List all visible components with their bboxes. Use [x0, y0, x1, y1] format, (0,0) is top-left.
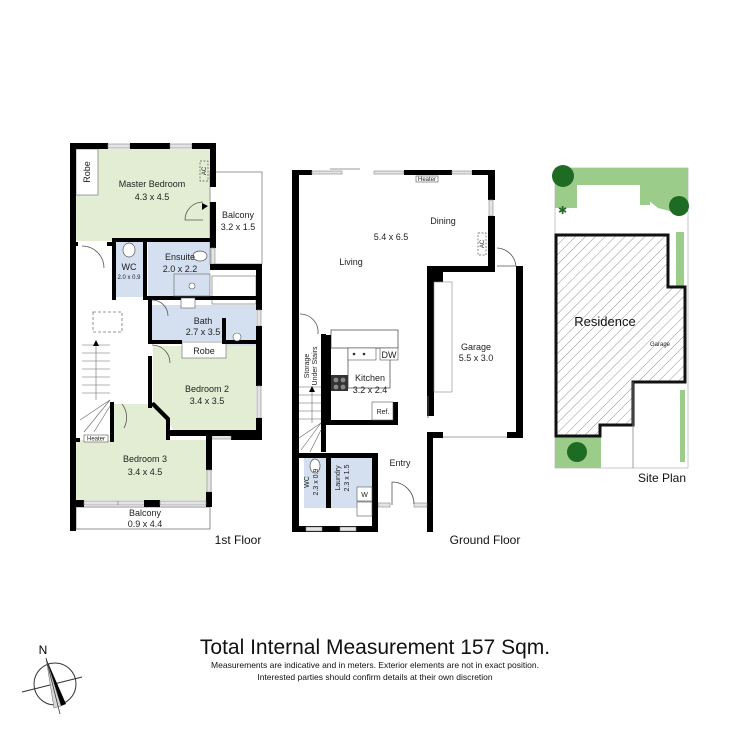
ensuite-shower [173, 273, 211, 297]
heater-1st-label: Heater [87, 437, 105, 443]
shrub-icon: ✱ [558, 204, 567, 217]
residence-label: Residence [574, 314, 635, 329]
garden-strip [680, 390, 685, 462]
ac-label-1st: AC [202, 166, 208, 175]
disclaimer-line-2: Interested parties should confirm detail… [257, 672, 493, 682]
living-dining-size: 5.4 x 6.5 [374, 232, 409, 242]
bedroom3-label: Bedroom 3 [123, 454, 167, 464]
first-floor-title: 1st Floor [215, 533, 262, 547]
kitchen-label: Kitchen [355, 373, 385, 383]
master-bedroom-area [76, 149, 210, 241]
wc-1st-size: 2.0 x 0.9 [117, 275, 141, 281]
bedroom2-size: 3.4 x 3.5 [190, 396, 225, 406]
site-garage-label: Garage [650, 342, 671, 348]
garage-size: 5.5 x 3.0 [459, 353, 494, 363]
bedroom3-size: 3.4 x 4.5 [128, 467, 163, 477]
tree-3 [567, 442, 587, 462]
kitchen-counter-top [330, 329, 399, 349]
garden-side [676, 232, 684, 288]
compass: N [21, 643, 83, 715]
wc-ground-label: WC [304, 476, 311, 488]
laundry-tub [356, 501, 373, 517]
shower-head [232, 332, 242, 342]
ensuite-size: 2.0 x 2.2 [163, 264, 198, 274]
garden-top [555, 168, 688, 212]
kitchen-size: 3.2 x 2.4 [353, 385, 388, 395]
garage-shelf [433, 281, 453, 393]
fridge [371, 401, 394, 421]
washer-label: W [361, 492, 368, 499]
bath-size: 2.7 x 3.5 [186, 327, 221, 337]
heater-ground [415, 175, 439, 183]
basin-bath [180, 297, 196, 309]
cooktop [331, 375, 348, 391]
disclaimer-line-1: Measurements are indicative and in meter… [211, 660, 539, 670]
site-plan-title: Site Plan [638, 471, 686, 485]
north-label: N [39, 643, 48, 657]
toilet-ensuite [192, 250, 208, 262]
ensuite-label: Ensuite [165, 252, 195, 262]
stairs-1st [79, 311, 123, 433]
bedroom2-area [153, 346, 256, 433]
heater-ground-label: Heater [418, 177, 436, 183]
balcony-top-area [209, 171, 263, 265]
entry-label: Entry [389, 458, 411, 468]
toilet-ground [309, 458, 321, 474]
laundry-size: 2.3 x 1.5 [344, 464, 351, 491]
ground-floor-plan: Heater Dining 5.4 x 6.5 Living AC Storag… [292, 168, 523, 547]
master-bedroom-size: 4.3 x 4.5 [135, 192, 170, 202]
tree-2 [669, 196, 689, 216]
robe-bed2-label: Robe [193, 346, 215, 356]
robe-bed2 [181, 341, 227, 359]
site-plan: ✱ Residence Garage Site Plan [552, 165, 689, 485]
first-floor-plan: Master Bedroom 4.3 x 4.5 Robe AC Balcony… [70, 143, 263, 547]
bedroom3-area [76, 404, 212, 500]
tree-1 [552, 165, 574, 187]
total-measurement-title: Total Internal Measurement 157 Sqm. [199, 636, 551, 659]
washer [356, 486, 373, 502]
stairs-ground [298, 386, 322, 453]
bedroom2-label: Bedroom 2 [185, 384, 229, 394]
wc-ground-size: 2.3 x 0.9 [313, 468, 320, 495]
balcony-bottom-label: Balcony [129, 508, 162, 518]
ensuite-shower-head [188, 282, 196, 290]
dining-label: Dining [430, 216, 456, 226]
north-arrow-icon [46, 658, 66, 706]
wc-1st-label: WC [122, 262, 137, 272]
living-label: Living [339, 257, 363, 267]
toilet-wc-1st [122, 242, 136, 258]
ac-ground-label: AC [480, 239, 486, 248]
storage-label-2: Under Stairs [312, 346, 319, 385]
robe-master-label: Robe [82, 161, 92, 183]
ground-floor-title: Ground Floor [450, 533, 521, 547]
dw-label: DW [382, 350, 397, 360]
laundry-label: Laundry [335, 465, 342, 491]
ref-label: Ref. [377, 409, 390, 416]
master-bedroom-label: Master Bedroom [119, 179, 186, 189]
balcony-bottom-size: 0.9 x 4.4 [128, 519, 163, 529]
ac-unit-ground [477, 232, 487, 256]
bath-label: Bath [194, 316, 213, 326]
storage-label-1: Storage [304, 354, 311, 379]
garage-label: Garage [461, 342, 491, 352]
balcony-top-size: 3.2 x 1.5 [221, 222, 256, 232]
balcony-top-label: Balcony [222, 210, 255, 220]
heater-1st [83, 434, 109, 443]
kitchen-sink [347, 347, 377, 361]
ac-unit-1st [199, 160, 209, 182]
ensuite-area [148, 241, 210, 297]
dishwasher [379, 347, 399, 361]
